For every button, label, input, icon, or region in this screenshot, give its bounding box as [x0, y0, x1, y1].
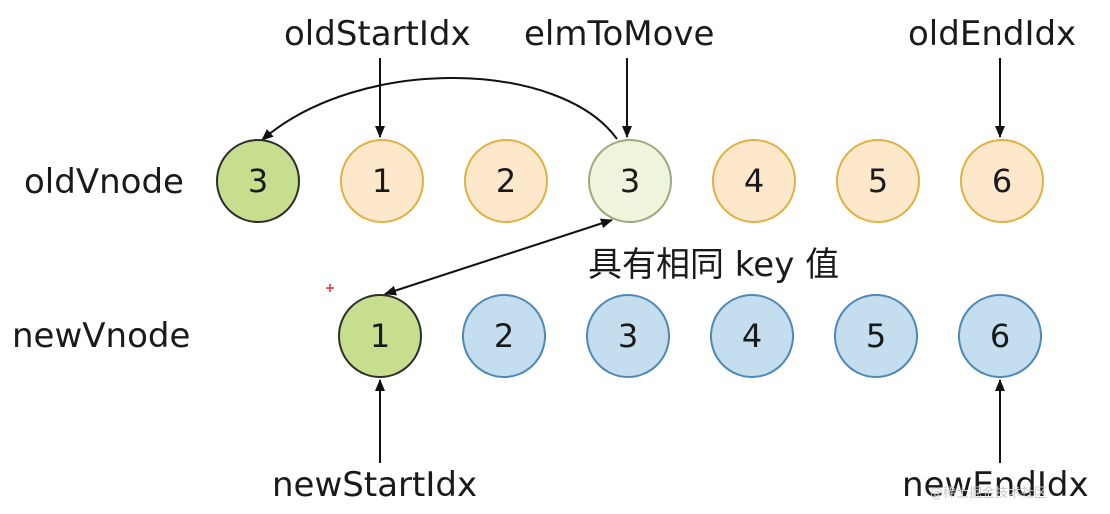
- cursor-plus-mark: [326, 284, 334, 292]
- old-start-idx-label: oldStartIdx: [284, 14, 471, 54]
- old-node-value: 3: [248, 162, 268, 200]
- old-node-2: 2: [464, 139, 548, 223]
- old-node-circle: [836, 139, 920, 223]
- new-node-1: 2: [462, 294, 546, 378]
- old-node-0: 3: [216, 139, 300, 223]
- old-vnode-row: 3 1 2 3 4 5 6: [216, 139, 1044, 223]
- new-node-2: 3: [586, 294, 670, 378]
- old-end-idx-label: oldEndIdx: [908, 14, 1076, 54]
- same-key-note: 具有相同 key 值: [588, 245, 839, 285]
- old-node-5: 5: [836, 139, 920, 223]
- new-node-value: 3: [618, 317, 638, 355]
- new-node-value: 4: [742, 317, 762, 355]
- new-vnode-label: newVnode: [12, 316, 190, 356]
- new-node-circle: [834, 294, 918, 378]
- old-node-circle: [960, 139, 1044, 223]
- new-end-idx-label: newEndIdx: [902, 465, 1089, 505]
- move-to-front-arrow: [261, 77, 618, 141]
- new-node-value: 6: [990, 317, 1010, 355]
- new-node-value: 5: [866, 317, 886, 355]
- new-node-circle: [338, 294, 422, 378]
- new-node-circle: [462, 294, 546, 378]
- new-node-circle: [586, 294, 670, 378]
- old-node-value: 1: [372, 162, 392, 200]
- new-node-value: 2: [494, 317, 514, 355]
- old-node-4: 4: [712, 139, 796, 223]
- new-node-0: 1: [338, 294, 422, 378]
- old-node-value: 3: [620, 162, 640, 200]
- old-node-value: 2: [496, 162, 516, 200]
- new-node-3: 4: [710, 294, 794, 378]
- new-node-circle: [958, 294, 1042, 378]
- old-node-circle: [588, 139, 672, 223]
- old-node-circle: [216, 139, 300, 223]
- new-node-value: 1: [370, 317, 390, 355]
- new-node-5: 6: [958, 294, 1042, 378]
- old-node-3: 3: [588, 139, 672, 223]
- old-node-circle: [712, 139, 796, 223]
- same-key-link-arrow: [384, 218, 613, 296]
- new-node-circle: [710, 294, 794, 378]
- old-node-6: 6: [960, 139, 1044, 223]
- old-node-value: 4: [744, 162, 764, 200]
- new-start-idx-label: newStartIdx: [272, 465, 477, 505]
- new-vnode-row: 1 2 3 4 5 6: [338, 294, 1042, 378]
- old-node-value: 6: [992, 162, 1012, 200]
- old-node-circle: [340, 139, 424, 223]
- old-node-circle: [464, 139, 548, 223]
- old-node-1: 1: [340, 139, 424, 223]
- watermark: @稀土掘金技术社区: [930, 485, 1047, 501]
- new-node-4: 5: [834, 294, 918, 378]
- old-vnode-label: oldVnode: [24, 162, 184, 202]
- old-node-value: 5: [868, 162, 888, 200]
- elm-to-move-label: elmToMove: [524, 14, 714, 54]
